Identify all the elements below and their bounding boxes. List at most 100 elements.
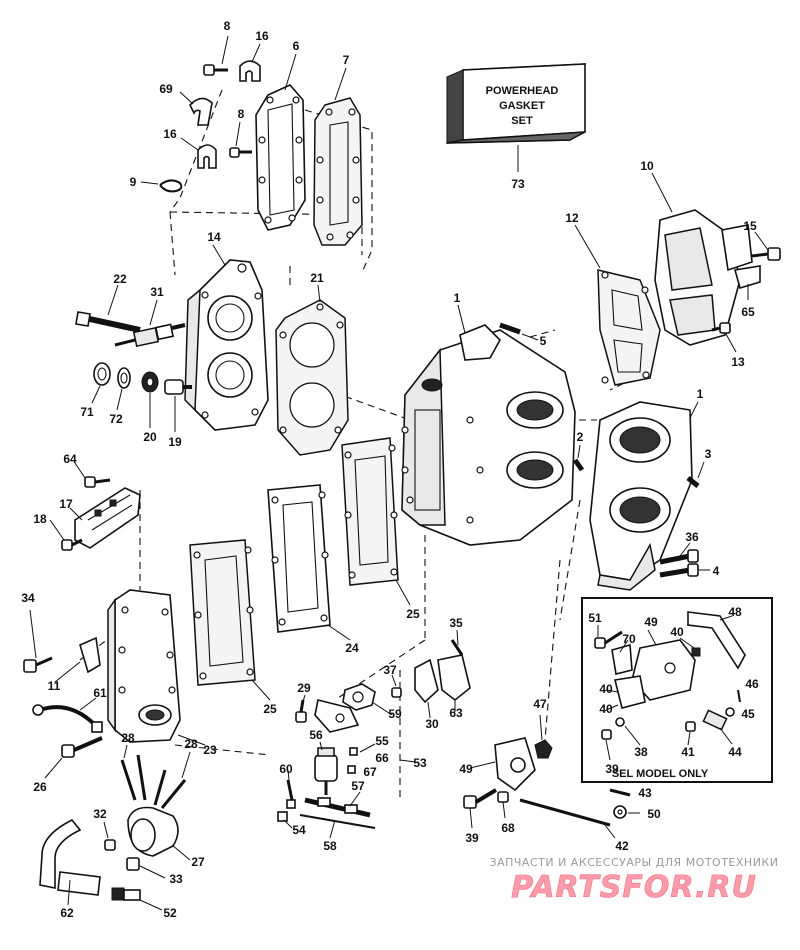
callout-37: 37: [383, 663, 397, 677]
washers-71-72-20-icon: [91, 362, 159, 428]
screw-8-mid-icon: [229, 147, 252, 158]
callout-65: 65: [741, 305, 755, 319]
screw-68-icon: [497, 791, 509, 819]
callout-labels: 8 16 6 7 69 8 16 9 73 10 12 15 14 21 22 …: [21, 19, 759, 920]
callout-69: 69: [159, 82, 173, 96]
cylinder-block-1: [401, 304, 576, 546]
callout-32: 32: [93, 807, 107, 821]
intake-manifold-10: [651, 172, 753, 346]
link-35-icon: [450, 629, 464, 656]
sel-model-inset: SEL MODEL ONLY: [581, 597, 773, 783]
callout-67: 67: [363, 765, 377, 779]
spark-plug-31-icon: [114, 299, 186, 348]
callout-66: 66: [375, 751, 389, 765]
callout-6: 6: [293, 39, 300, 53]
callout-21: 21: [310, 271, 324, 285]
links-40-icon: [605, 637, 701, 711]
callout-22: 22: [113, 272, 127, 286]
callout-42: 42: [615, 839, 629, 853]
screw-15-icon: [751, 231, 781, 261]
rod-42-icon: [519, 798, 616, 839]
hose-62-icon: [39, 818, 101, 906]
screws-55-67-66-icon: [347, 743, 376, 774]
callout-38: 38: [634, 745, 648, 759]
callout-10: 10: [640, 159, 654, 173]
dowel-5-icon: [499, 322, 539, 341]
screw-54-icon: [277, 811, 293, 829]
exhaust-gasket-25-upper: [341, 437, 411, 606]
clip-11-icon: [54, 636, 101, 683]
exhaust-cover-23: [107, 589, 206, 746]
lever-48-icon: [687, 611, 746, 670]
callout-13: 13: [731, 355, 745, 369]
callout-41: 41: [681, 745, 695, 759]
fitting-52-icon: [111, 887, 163, 911]
callout-49-lower: 49: [459, 762, 473, 776]
callout-9: 9: [130, 175, 137, 189]
callout-28-b: 28: [184, 737, 198, 751]
exhaust-gasket-7: [313, 67, 363, 246]
callout-27: 27: [191, 855, 205, 869]
callout-55: 55: [375, 734, 389, 748]
fitting-19-icon: [164, 379, 192, 432]
callout-45: 45: [741, 707, 755, 721]
screw-38-39-icon: [601, 717, 641, 761]
callout-16: 16: [255, 29, 269, 43]
watermark: ЗАПЧАСТИ И АКСЕССУАРЫ ДЛЯ МОТОТЕХНИКИ PA…: [490, 856, 778, 905]
callout-18: 18: [33, 512, 47, 526]
callout-16b: 16: [163, 127, 177, 141]
callout-2: 2: [577, 430, 584, 444]
exhaust-cover-6: [255, 53, 306, 231]
callout-50: 50: [647, 807, 661, 821]
bracket-37-icon: [391, 674, 402, 698]
bolt-22-icon: [75, 284, 141, 333]
washer-50-icon: [613, 805, 640, 819]
pin-43-icon: [609, 788, 631, 797]
callout-60: 60: [279, 762, 293, 776]
callout-20: 20: [143, 430, 157, 444]
screw-18-icon: [49, 519, 83, 551]
callout-48: 48: [728, 605, 742, 619]
screw-32-icon: [103, 821, 116, 851]
callout-29: 29: [297, 681, 311, 695]
callout-14: 14: [207, 230, 221, 244]
screws-28-icon: [120, 744, 191, 809]
hose-61-icon: [32, 697, 103, 733]
callout-61: 61: [93, 686, 107, 700]
bolt-26-icon: [44, 736, 103, 779]
primer-valve-49: [469, 737, 536, 792]
exhaust-gasket-25-lower: [189, 539, 271, 701]
callout-5: 5: [540, 334, 547, 348]
nut-47-icon: [534, 714, 553, 759]
callout-23: 23: [203, 743, 217, 757]
gasket-box-line1: POWERHEAD: [486, 85, 559, 97]
callout-8b: 8: [238, 107, 245, 121]
screw-51-icon: [594, 625, 623, 649]
callout-46: 46: [745, 677, 759, 691]
callout-54: 54: [292, 823, 306, 837]
callout-68: 68: [501, 821, 515, 835]
callout-1-case: 1: [697, 387, 704, 401]
screw-46-icon: [737, 689, 741, 703]
head-gasket-21: [275, 284, 349, 456]
gasket-box-line3: SET: [511, 115, 533, 127]
callout-40-a: 40: [670, 625, 684, 639]
gasket-box-line2: GASKET: [499, 100, 545, 112]
upper-left-hardware: [140, 35, 261, 193]
callout-30: 30: [425, 717, 439, 731]
callout-70: 70: [622, 632, 636, 646]
callout-49-inset: 49: [644, 615, 658, 629]
screw-8-top-icon: [203, 64, 228, 76]
callout-4: 4: [713, 564, 720, 578]
callout-1-block: 1: [454, 291, 461, 305]
watermark-brand: PARTSFOR.RU: [511, 870, 757, 905]
clip-9-icon: [159, 179, 183, 193]
bracket-65-icon: [733, 265, 761, 300]
cylinder-head-14: [184, 244, 269, 431]
washer-45-icon: [725, 707, 735, 717]
callout-7: 7: [343, 53, 350, 67]
dowel-2-icon: [572, 444, 585, 472]
screw-34-icon: [23, 609, 53, 673]
callout-3: 3: [705, 447, 712, 461]
callout-28-a: 28: [121, 731, 135, 745]
